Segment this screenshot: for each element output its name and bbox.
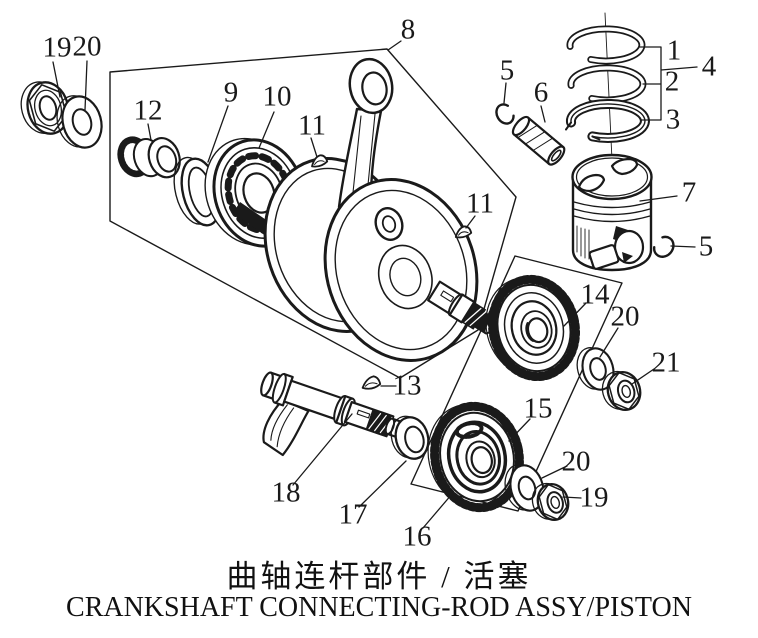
callout-21: 21	[651, 346, 681, 379]
callout-14: 14	[580, 278, 610, 311]
callout-7: 7	[681, 176, 697, 209]
callout-9: 9	[223, 76, 239, 109]
callout-2: 2	[664, 65, 680, 98]
part-14-gear	[485, 274, 581, 382]
callout-6: 6	[533, 76, 549, 109]
leader-lines	[52, 40, 696, 529]
part-2-compression-ring	[567, 64, 647, 104]
part-20-washer-mid	[576, 347, 615, 391]
part-20-washer-top	[56, 95, 103, 149]
callout-17: 17	[338, 498, 368, 531]
ring-group-bracket	[639, 46, 698, 121]
part-1-compression-ring	[566, 25, 646, 65]
callout-18: 18	[271, 476, 301, 509]
callout-19: 19	[579, 481, 609, 514]
callout-10: 10	[262, 80, 292, 113]
part-17-spacer	[390, 415, 430, 460]
callout-20: 20	[72, 30, 102, 63]
part-11-key-left	[311, 154, 329, 168]
callout-8: 8	[400, 13, 416, 46]
callout-5: 5	[499, 54, 515, 87]
diagram-title-english: CRANKSHAFT CONNECTING-ROD ASSY/PISTON	[66, 592, 692, 623]
gear-boundary-box	[410, 255, 623, 512]
part-5-circlip-left	[495, 103, 515, 125]
callout-1: 1	[666, 34, 682, 67]
part-12-bushing	[117, 136, 181, 179]
valve-relief-right	[610, 157, 639, 176]
callout-3: 3	[665, 103, 681, 136]
crankshaft-boundary-box	[109, 48, 517, 379]
part-6-piston-pin	[511, 115, 566, 166]
callout-20: 20	[561, 445, 591, 478]
callout-12: 12	[133, 94, 163, 127]
crankshaft-web-right	[323, 178, 479, 362]
part-7-piston	[571, 153, 653, 272]
valve-relief-left	[577, 173, 606, 193]
callout-16: 16	[402, 520, 432, 553]
callout-11: 11	[298, 109, 326, 142]
callout-20: 20	[610, 300, 640, 333]
callout-15: 15	[523, 392, 553, 425]
part-19-nut-bottom	[531, 482, 570, 521]
part-21-nut	[601, 370, 642, 411]
part-3-oil-ring	[565, 98, 650, 143]
callout-19: 19	[42, 31, 72, 64]
crankshaft-right-shaft	[427, 280, 497, 335]
part-11-key-right	[454, 225, 473, 239]
diagram-title-chinese: 曲轴连杆部件 / 活塞	[226, 559, 532, 594]
part-15-gear	[427, 401, 524, 513]
part-13-key	[361, 375, 382, 390]
callout-13: 13	[392, 369, 422, 402]
callout-4: 4	[701, 50, 717, 83]
callout-5: 5	[698, 230, 714, 263]
part-5-circlip-right	[653, 235, 675, 258]
callout-11: 11	[466, 187, 494, 220]
part-20-washer-bottom	[504, 464, 545, 512]
part-18-balancer-shaft	[260, 371, 409, 457]
